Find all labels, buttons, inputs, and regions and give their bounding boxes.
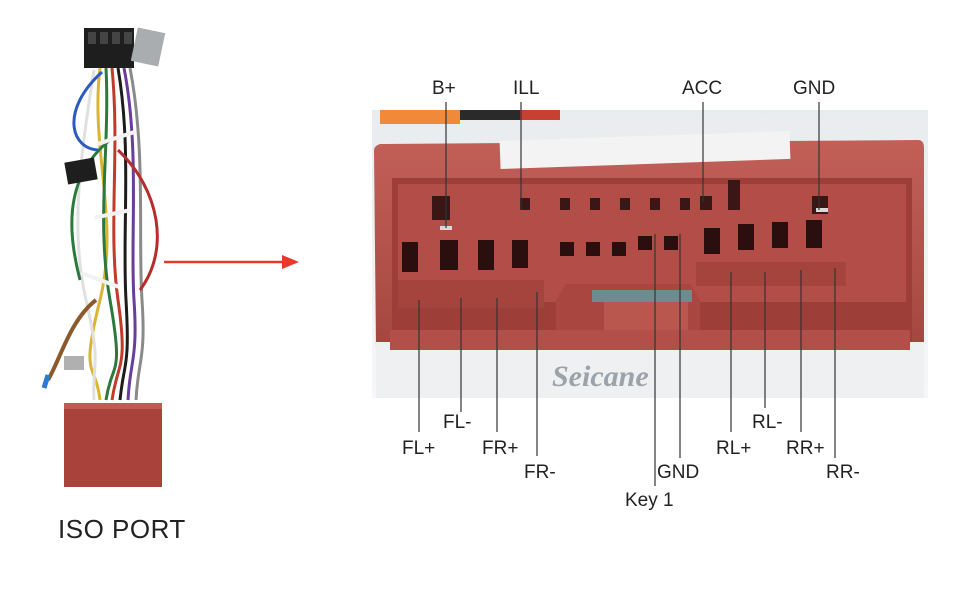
label-key1: Key 1 xyxy=(625,490,674,511)
label-rl-plus: RL+ xyxy=(716,438,752,459)
label-gnd-bottom: GND xyxy=(657,462,700,483)
label-fr-plus: FR+ xyxy=(482,438,519,459)
label-acc: ACC xyxy=(682,78,723,99)
label-fr-minus: FR- xyxy=(524,462,556,483)
connector-label-sticker xyxy=(499,130,791,170)
pointer-arrow xyxy=(164,255,299,269)
connector-watermark: Seicane xyxy=(552,360,649,393)
iso-port-caption: ISO PORT xyxy=(58,514,186,544)
wire-harness-image xyxy=(41,27,166,487)
label-b-plus: B+ xyxy=(432,78,456,99)
harness-fuse xyxy=(64,356,84,370)
label-ill: ILL xyxy=(513,78,540,99)
connector-photo: Seicane xyxy=(372,110,928,398)
label-fl-minus: FL- xyxy=(443,412,472,433)
harness-top-connector-grey xyxy=(130,27,166,67)
label-rr-minus: RR- xyxy=(826,462,860,483)
label-fl-plus: FL+ xyxy=(402,438,436,459)
leader-lines xyxy=(418,102,836,486)
label-rl-minus: RL- xyxy=(752,412,783,433)
label-gnd-top: GND xyxy=(793,78,836,99)
middle-pin-row xyxy=(402,220,822,272)
harness-side-connector xyxy=(64,157,98,185)
label-rr-plus: RR+ xyxy=(786,438,825,459)
iso-port-block xyxy=(64,403,162,487)
